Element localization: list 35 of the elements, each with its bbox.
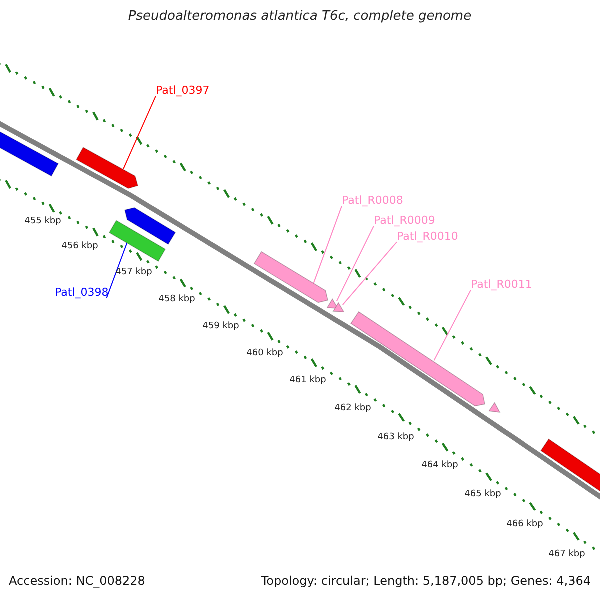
gene-feature <box>254 251 328 304</box>
gene-label: Patl_R0011 <box>471 278 532 292</box>
leader-line <box>106 242 128 299</box>
diagram-title: Pseudoalteromonas atlantica T6c, complete genome <box>127 9 473 25</box>
leader-line <box>342 242 398 306</box>
leader-line <box>313 206 342 284</box>
scale-label: 457 kbp <box>116 268 152 278</box>
gene-label: Patl_R0009 <box>374 214 436 228</box>
gene-feature <box>124 207 176 246</box>
gene-feature <box>76 147 138 190</box>
accession-label: Accession: NC_008228 <box>9 574 146 588</box>
scale-label: 463 kbp <box>378 432 414 444</box>
scale-label: 465 kbp <box>464 490 502 500</box>
scale-label: 455 kbp <box>24 216 62 228</box>
gene-label: Patl_R0008 <box>342 194 404 208</box>
scale-label: 458 kbp <box>158 294 196 306</box>
gene-feature <box>108 220 166 262</box>
gene-label: Patl_0398 <box>55 286 109 300</box>
genome-summary: Topology: circular; Length: 5,187,005 bp; Genes: 4,364 <box>261 574 591 588</box>
gene-label: Patl_R0010 <box>397 230 458 244</box>
scale-label: 464 kbp <box>422 460 458 472</box>
scale-label: 466 kbp <box>506 520 544 530</box>
scale-label: 462 kbp <box>334 404 372 414</box>
gene-marker <box>326 298 339 309</box>
gene-label: Patl_0397 <box>156 84 210 98</box>
leader-line <box>434 290 472 362</box>
scale-label: 461 kbp <box>290 376 326 386</box>
gene-marker <box>488 402 501 413</box>
scale-label: 456 kbp <box>62 242 98 252</box>
scale-label: 467 kbp <box>548 550 586 560</box>
scale-label: 459 kbp <box>202 322 240 332</box>
gene-marker <box>332 302 345 313</box>
leader-line <box>123 96 156 170</box>
leader-line <box>336 226 374 302</box>
scale-label: 460 kbp <box>246 348 284 360</box>
